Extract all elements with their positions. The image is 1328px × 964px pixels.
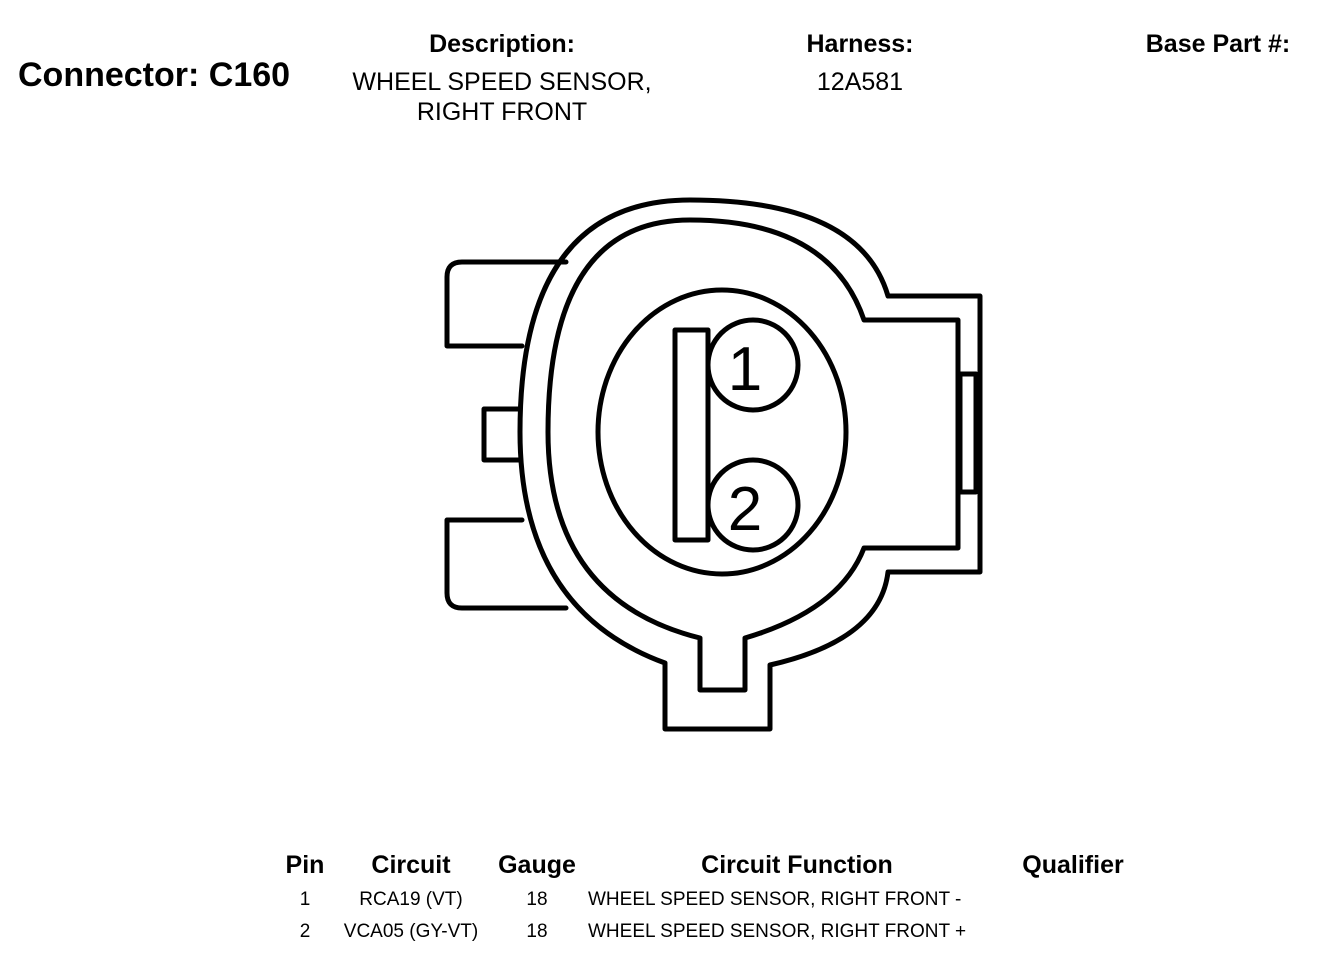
table-header-gauge: Gauge <box>498 851 576 879</box>
table-row-2-circuit: VCA05 (GY-VT) <box>343 921 479 942</box>
pin-2-label: 2 <box>728 475 762 544</box>
pin-1-label: 1 <box>728 335 762 404</box>
pin-2-socket <box>705 457 801 553</box>
table-row-1-function: WHEEL SPEED SENSOR, RIGHT FRONT - <box>588 889 962 910</box>
description-header: Description: <box>429 30 575 58</box>
description-line-1: WHEEL SPEED SENSOR, <box>352 68 652 96</box>
table-row-1-gauge: 18 <box>526 889 548 910</box>
description-line-2: RIGHT FRONT <box>416 98 588 126</box>
housing-inner-outline <box>545 217 961 693</box>
table-row-1-circuit: RCA19 (VT) <box>359 889 463 910</box>
table-row-2-pin: 2 <box>299 921 311 942</box>
keying-bar <box>672 327 711 543</box>
pin-1-socket <box>705 317 801 413</box>
table-header-circuit: Circuit <box>371 851 451 879</box>
table-row-2-gauge: 18 <box>526 921 548 942</box>
base-part-header: Base Part #: <box>1145 30 1291 58</box>
left-nub <box>481 406 523 463</box>
pin-cavity <box>595 287 849 577</box>
table-row-2-function: WHEEL SPEED SENSOR, RIGHT FRONT + <box>588 921 967 942</box>
table-header-function: Circuit Function <box>701 851 893 879</box>
connector-title: Connector: C160 <box>18 56 291 94</box>
harness-header: Harness: <box>806 30 914 58</box>
left-upper-latch <box>444 259 569 349</box>
table-header-pin: Pin <box>285 851 325 879</box>
table-row-1-pin: 1 <box>299 889 311 910</box>
right-slot <box>957 371 979 495</box>
harness-value: 12A581 <box>816 68 904 96</box>
housing-outline <box>517 197 983 732</box>
left-lower-latch <box>444 517 569 611</box>
table-header-qualifier: Qualifier <box>1022 851 1124 879</box>
